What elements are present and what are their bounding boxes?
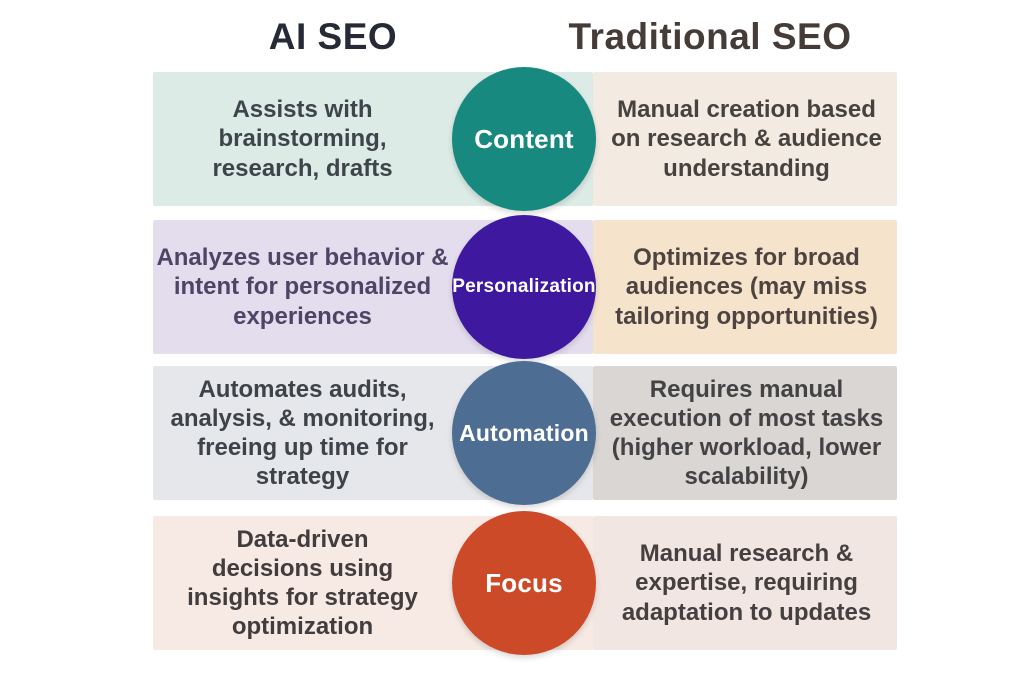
traditional-band [593,220,897,354]
traditional-cell: Optimizes for broad audiences (may miss … [596,220,897,354]
traditional-band [593,366,897,500]
ai-text: Automates audits, analysis, & monitoring… [170,375,435,491]
topic-circle: Automation [452,361,596,505]
comparison-row-automation: Automates audits, analysis, & monitoring… [153,361,897,505]
traditional-text: Optimizes for broad audiences (may miss … [615,244,878,330]
ai-text: Analyzes user behavior & intent for pers… [156,244,449,330]
traditional-text: Manual research & expertise, requiring a… [621,540,872,626]
topic-circle: Content [452,67,596,211]
topic-circle-label: Automation [459,419,589,446]
topic-circle-label: Content [474,123,574,154]
ai-cell: Data-driven decisions using insights for… [153,516,452,650]
topic-circle-label: Focus [485,567,563,598]
traditional-band [593,516,897,650]
topic-circle: Focus [452,511,596,655]
ai-cell: Analyzes user behavior & intent for pers… [153,220,452,354]
traditional-text: Manual creation based on research & audi… [611,96,882,182]
traditional-band [593,72,897,206]
topic-circle: Personalization [452,215,596,359]
traditional-cell: Manual creation based on research & audi… [596,72,897,206]
comparison-row-personalization: Analyzes user behavior & intent for pers… [153,215,897,359]
comparison-row-focus: Data-driven decisions using insights for… [153,511,897,655]
traditional-cell: Requires manual execution of most tasks … [596,366,897,500]
column-header-ai-seo: AI SEO [268,16,398,57]
ai-text: Assists with brainstorming, research, dr… [212,96,393,182]
traditional-text: Requires manual execution of most tasks … [609,375,884,491]
comparison-row-content: Assists with brainstorming, research, dr… [153,67,897,211]
ai-text: Data-driven decisions using insights for… [187,525,418,641]
ai-cell: Assists with brainstorming, research, dr… [153,72,452,206]
ai-cell: Automates audits, analysis, & monitoring… [153,366,452,500]
traditional-cell: Manual research & expertise, requiring a… [596,516,897,650]
topic-circle-label: Personalization [452,276,596,297]
column-header-traditional-seo: Traditional SEO [568,16,852,57]
